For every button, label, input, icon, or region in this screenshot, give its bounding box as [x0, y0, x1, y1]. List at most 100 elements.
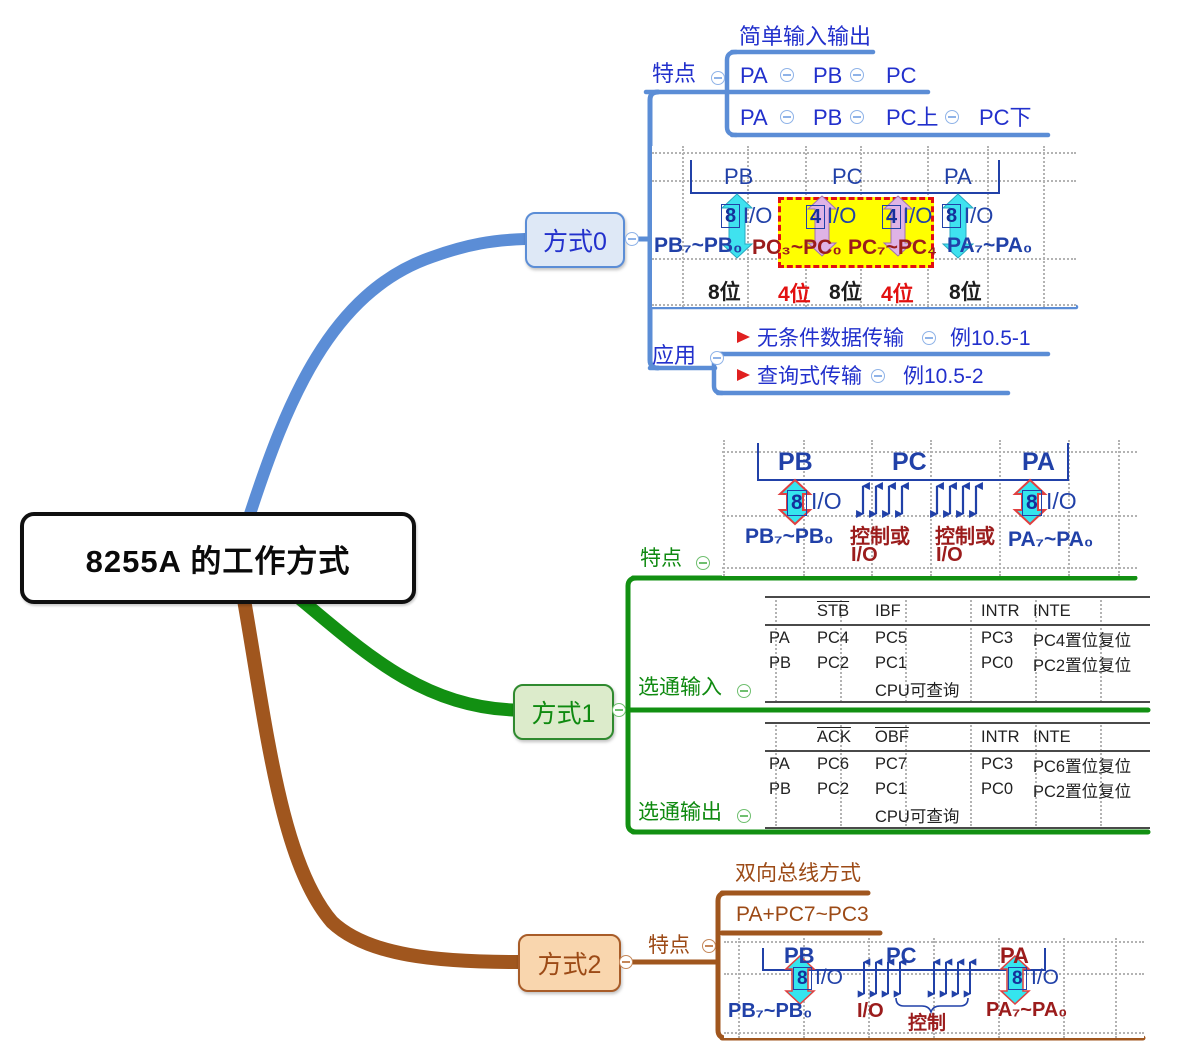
- collapse-icon[interactable]: [850, 110, 864, 124]
- collapse-icon[interactable]: [922, 331, 936, 345]
- ctrl-or-label: 控制或: [935, 526, 995, 548]
- mode2-port-diagram[interactable]: PB PC PA 8 I/O 8 I/O PB₇~PB₀ I/O 控制 PA₇~…: [724, 938, 1144, 1038]
- topic-pc-lower[interactable]: PC下: [979, 105, 1032, 130]
- mode1-strobe-output-label[interactable]: 选通输出: [638, 801, 722, 824]
- io-label: I/O: [827, 203, 857, 228]
- topic-pc-upper[interactable]: PC上: [886, 105, 939, 130]
- ctrl-or-label: 控制或: [850, 526, 910, 548]
- bus-width-badge: 8: [942, 204, 962, 229]
- topic-bidirectional-bus[interactable]: 双向总线方式: [735, 862, 861, 885]
- cpu-query-note: CPU可查询: [875, 681, 960, 700]
- mode2-tedian-label[interactable]: 特点: [648, 934, 690, 957]
- bus-width-badge: 8: [793, 967, 812, 991]
- topic-example-1051[interactable]: 例10.5-1: [950, 327, 1031, 350]
- bits-4-label: 4位: [778, 283, 811, 306]
- port-pa-label: PA: [944, 164, 972, 189]
- port-pb-label: PB: [724, 164, 754, 189]
- table-header-row: STB IBF INTR INTE: [765, 597, 1150, 626]
- collapse-icon[interactable]: [696, 556, 710, 570]
- topic-pa-pc7-pc3[interactable]: PA+PC7~PC3: [736, 903, 869, 926]
- table-footer-row: CPU可查询: [765, 676, 1150, 702]
- mode1-strobe-input-label[interactable]: 选通输入: [638, 676, 722, 699]
- bus-width-badge: 8: [787, 490, 807, 516]
- control-label: 控制: [908, 1013, 947, 1034]
- port-pc-label: PC: [832, 164, 863, 189]
- topic-pc[interactable]: PC: [886, 63, 917, 88]
- collapse-icon[interactable]: [711, 71, 725, 85]
- bits-4-label: 4位: [881, 283, 914, 306]
- mode0-node[interactable]: 方式0: [525, 212, 625, 268]
- collapse-icon[interactable]: [612, 703, 626, 717]
- flag-icon: [737, 369, 750, 381]
- io-label: I/O: [1031, 966, 1060, 989]
- mode1-label: 方式1: [531, 700, 596, 728]
- collapse-icon[interactable]: [619, 955, 633, 969]
- topic-pa[interactable]: PA: [740, 63, 768, 88]
- branch-mode1-curve: [287, 587, 520, 717]
- inte-header: INTE: [1029, 723, 1150, 752]
- mode2-label: 方式2: [537, 951, 602, 979]
- collapse-icon[interactable]: [625, 232, 639, 246]
- collapse-icon[interactable]: [871, 369, 885, 383]
- pa-range-label: PA₇~PA₀: [1008, 528, 1094, 551]
- arrow-8bit-icon: [720, 193, 754, 259]
- mode0-tedian-label[interactable]: 特点: [652, 61, 697, 86]
- collapse-icon[interactable]: [737, 684, 751, 698]
- control-line-arrows: [856, 482, 983, 518]
- mode1-node[interactable]: 方式1: [513, 684, 614, 740]
- port-pc-label: PC: [892, 448, 927, 476]
- mode0-yingyong-label[interactable]: 应用: [652, 343, 697, 368]
- mode0-port-diagram[interactable]: PB PC PA 8 I/O 4 I/O 4 I/O 8 I/O PB₇~PB₀…: [652, 146, 1076, 307]
- port-bracket: [690, 160, 1000, 194]
- topic-polling-transfer[interactable]: 查询式传输: [757, 365, 862, 388]
- root-node[interactable]: 8255A 的工作方式: [20, 512, 416, 604]
- topic-pa2[interactable]: PA: [740, 105, 768, 130]
- collapse-icon[interactable]: [850, 68, 864, 82]
- pb-range-label: PB₇~PB₀: [728, 1000, 813, 1022]
- flag-icon: [737, 331, 750, 343]
- intr-header: INTR: [977, 723, 1029, 752]
- inte-header: INTE: [1029, 597, 1150, 626]
- topic-example-1052[interactable]: 例10.5-2: [903, 365, 984, 388]
- collapse-icon[interactable]: [710, 351, 724, 365]
- mode1-port-diagram[interactable]: PB PC PA 8 I/O 8 I/O PB₇~PB₀ 控制或 I/O 控制或…: [722, 440, 1137, 576]
- ibf-header: IBF: [871, 597, 977, 626]
- port-pb-label: PB: [778, 448, 813, 476]
- pa-range-label: PA₇~PA₀: [947, 234, 1033, 257]
- mode2-node[interactable]: 方式2: [518, 934, 621, 992]
- collapse-icon[interactable]: [780, 110, 794, 124]
- topic-unconditional-transfer[interactable]: 无条件数据传输: [757, 327, 904, 350]
- collapse-icon[interactable]: [737, 809, 751, 823]
- topic-simple-io[interactable]: 简单输入输出: [739, 24, 872, 49]
- branch-mode2-curve: [236, 587, 525, 969]
- port-pa-label: PA: [1022, 448, 1055, 476]
- topic-pb[interactable]: PB: [813, 63, 843, 88]
- obf-header: OBF: [871, 723, 977, 752]
- port-pc-label: PC: [886, 943, 917, 968]
- pc-low-range-label: PC₃~PC₀: [752, 236, 842, 259]
- intr-header: INTR: [977, 597, 1029, 626]
- collapse-icon[interactable]: [780, 68, 794, 82]
- bus-width-badge: 4: [806, 205, 826, 230]
- pb-range-label: PB₇~PB₀: [654, 234, 743, 257]
- collapse-icon[interactable]: [702, 939, 716, 953]
- mode1-tedian-label[interactable]: 特点: [640, 547, 682, 570]
- bits-8-label: 8位: [708, 281, 741, 304]
- branch-mode0-curve: [244, 233, 531, 520]
- bits-8-label: 8位: [949, 281, 982, 304]
- ctrl-or-io-label: I/O: [851, 544, 878, 566]
- table-header-row: ACK OBF INTR INTE: [765, 723, 1150, 752]
- collapse-icon[interactable]: [945, 110, 959, 124]
- topic-pb2[interactable]: PB: [813, 105, 843, 130]
- port-pa-label: PA: [1000, 943, 1029, 968]
- root-title: 8255A 的工作方式: [85, 543, 351, 579]
- pa-range-label: PA₇~PA₀: [986, 999, 1068, 1021]
